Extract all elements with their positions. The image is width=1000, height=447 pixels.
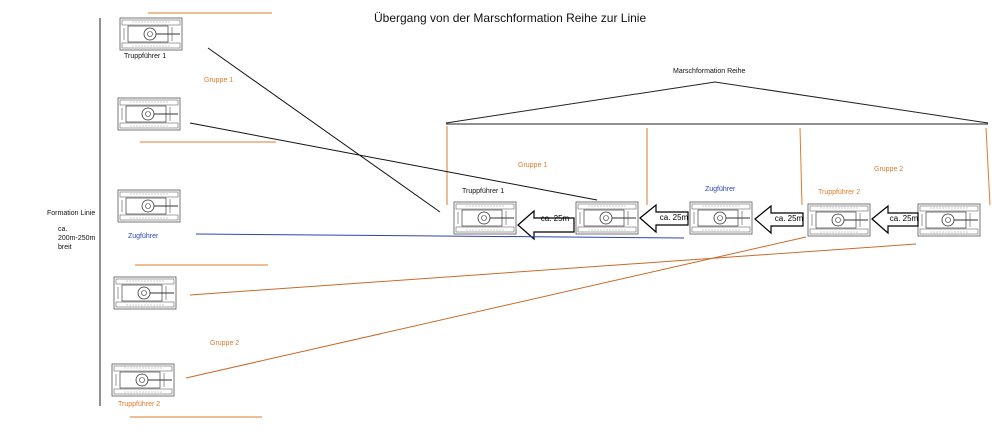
- march-group2-label: Gruppe 2: [874, 166, 904, 173]
- line-group1-label: Gruppe 1: [204, 77, 234, 84]
- tank-line-group2: [113, 276, 177, 310]
- march-leader1-label: Truppführer 1: [462, 188, 505, 195]
- tank-march-group1: [575, 201, 639, 235]
- distance-arrow: [754, 204, 804, 235]
- connector-leader2: [185, 236, 807, 379]
- line-width-label-2: 200m-250m: [58, 235, 96, 242]
- connector-leader1: [207, 47, 441, 213]
- connector-group1: [189, 122, 598, 201]
- tank-march-leader1: [453, 201, 517, 235]
- line-leader1-label: Truppführer 1: [124, 53, 167, 60]
- march-group1-label: Gruppe 1: [518, 162, 548, 169]
- tank-line-platoon-leader: [117, 189, 181, 223]
- distance-arrow: [517, 209, 575, 241]
- distance-label: ca. 25m: [659, 213, 689, 222]
- distance-arrow: [871, 204, 919, 235]
- line-width-label-3: breit: [58, 244, 72, 251]
- line-group2-label: Gruppe 2: [210, 340, 240, 347]
- march-formation-label: Marschformation Reihe: [673, 68, 746, 75]
- distance-label: ca. 25m: [540, 214, 570, 223]
- tank-line-group1: [117, 97, 181, 131]
- distance-arrow: [639, 203, 689, 234]
- tank-line-leader1: [119, 17, 183, 51]
- group-divider: [799, 127, 803, 206]
- line-width-label-1: ca.: [58, 226, 68, 233]
- connector-group2: [189, 243, 917, 296]
- connector-platoon-leader: [195, 233, 685, 239]
- distance-label: ca. 25m: [774, 214, 804, 223]
- group-divider: [985, 127, 991, 206]
- tank-line-leader2: [111, 363, 175, 397]
- march-platoon-leader-label: Zugführer: [705, 186, 736, 193]
- tank-march-platoon-leader: [689, 201, 753, 235]
- line-formation-label: Formation Linie: [47, 210, 96, 217]
- march-leader2-label: Truppführer 2: [818, 189, 861, 196]
- line-platoon-leader-label: Zugführer: [128, 233, 159, 240]
- march-bracket: [445, 81, 989, 124]
- tank-march-leader2: [807, 203, 871, 237]
- line-leader2-label: Truppführer 2: [118, 401, 161, 408]
- distance-label: ca. 25m: [889, 214, 919, 223]
- page-title: Übergang von der Marschformation Reihe z…: [374, 11, 647, 25]
